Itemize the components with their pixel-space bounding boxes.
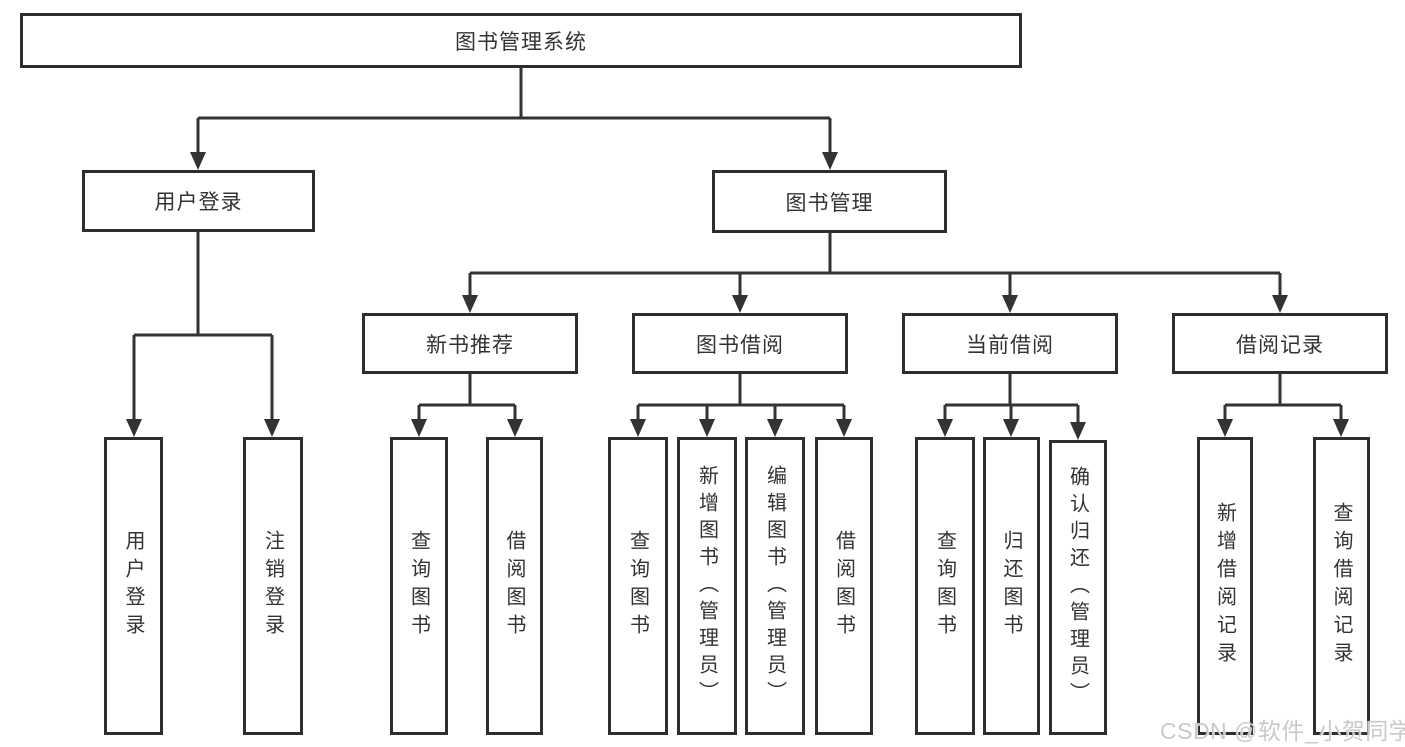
node-book-management: 图书管理 — [712, 170, 947, 233]
leaf-add-borrow-record: 新增借阅记录 — [1197, 437, 1253, 735]
node-borrow-records: 借阅记录 — [1172, 313, 1388, 374]
leaf-query-books-recommend: 查询图书 — [390, 437, 448, 735]
leaf-query-books-current: 查询图书 — [915, 437, 975, 735]
root-node-library-system: 图书管理系统 — [20, 13, 1022, 68]
leaf-return-books: 归还图书 — [983, 437, 1040, 735]
node-user-login: 用户登录 — [82, 170, 315, 232]
leaf-query-books-borrowing: 查询图书 — [608, 437, 668, 735]
leaf-add-books-admin: 新增图书（管理员） — [677, 437, 737, 735]
leaf-borrow-books-recommend: 借阅图书 — [486, 437, 543, 735]
leaf-logout: 注销登录 — [243, 437, 303, 735]
node-new-book-recommendation: 新书推荐 — [362, 313, 578, 374]
node-current-borrowing: 当前借阅 — [902, 313, 1118, 374]
leaf-borrow-books: 借阅图书 — [815, 437, 873, 735]
node-book-borrowing: 图书借阅 — [632, 313, 848, 374]
csdn-watermark: CSDN @软件_小贺同学 — [1160, 718, 1405, 744]
leaf-user-login: 用户登录 — [104, 437, 163, 735]
leaf-confirm-return-admin: 确认归还（管理员） — [1049, 440, 1107, 735]
leaf-query-borrow-record: 查询借阅记录 — [1313, 437, 1370, 735]
leaf-edit-books-admin: 编辑图书（管理员） — [745, 437, 805, 735]
